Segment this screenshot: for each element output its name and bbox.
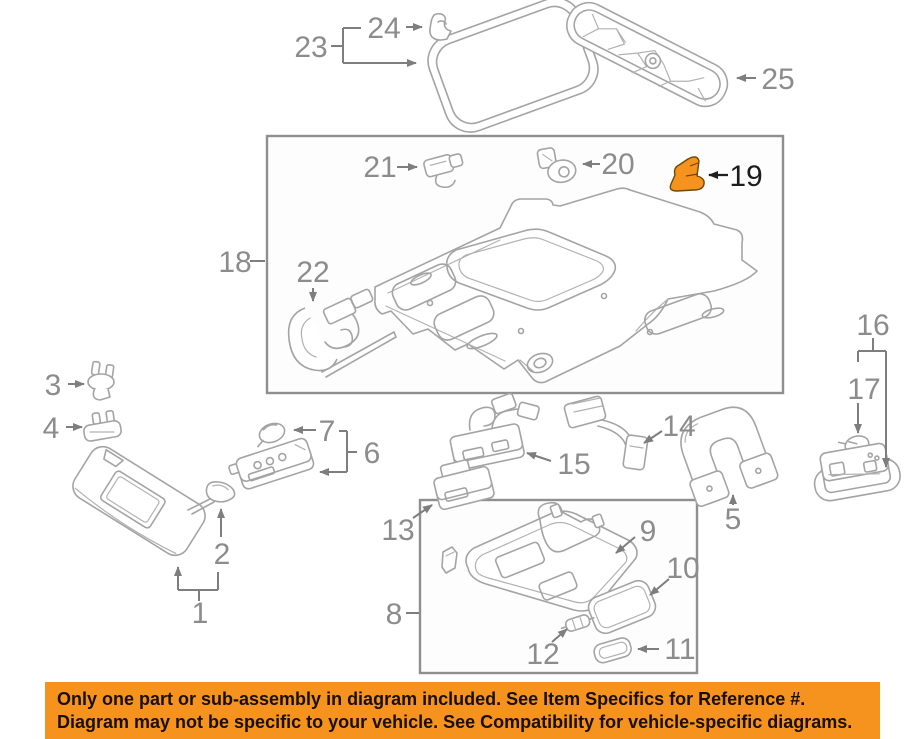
dome-lamp-bulb-7-drawing [257, 422, 286, 448]
callout-9: 9 [615, 515, 657, 554]
callout-6-7: 7 6 [293, 415, 381, 476]
callout-16: 16 [856, 309, 890, 468]
part-label-9: 9 [640, 515, 657, 548]
seal-clip-drawing [429, 13, 452, 41]
callout-25: 25 [736, 63, 795, 96]
harness-14-drawing [563, 395, 649, 471]
callout-13: 13 [381, 504, 433, 547]
part-label-25: 25 [761, 63, 794, 96]
lens-11-drawing [593, 637, 632, 664]
disclaimer-line-2: Diagram may not be specific to your vehi… [57, 712, 853, 732]
part-label-21: 21 [363, 151, 396, 184]
part-label-3: 3 [45, 369, 62, 402]
callout-12: 12 [526, 628, 568, 671]
visor-clip-2-drawing [205, 481, 236, 503]
callout-17: 17 [847, 373, 881, 434]
roof-insulator-drawing [566, 1, 729, 108]
callout-22: 22 [296, 256, 330, 302]
callout-11: 11 [637, 633, 696, 666]
callout-2: 2 [214, 508, 231, 571]
part-label-23: 23 [294, 31, 327, 64]
disclaimer-banner: Only one part or sub-assembly in diagram… [45, 682, 880, 739]
part-label-12: 12 [526, 638, 559, 671]
callout-5: 5 [725, 494, 742, 536]
part-label-11: 11 [664, 633, 695, 666]
callout-3: 3 [45, 369, 85, 402]
callout-1: 1 [174, 566, 219, 630]
clip-20-drawing [536, 147, 577, 184]
sun-visor-drawing [72, 445, 215, 557]
sunroof-seal-drawing [427, 0, 599, 133]
grab-handle-5-drawing [680, 406, 779, 507]
visor-clip-4-drawing [83, 409, 122, 442]
headliner-drawing [374, 187, 758, 384]
part-label-24: 24 [367, 12, 400, 45]
callout-8: 8 [386, 598, 419, 631]
callout-18: 18 [218, 246, 265, 279]
callout-20: 20 [582, 148, 635, 181]
part-label-2: 2 [214, 538, 231, 571]
callout-23-24: 23 24 [294, 12, 423, 67]
part-label-16: 16 [856, 309, 889, 342]
callout-14: 14 [643, 410, 696, 444]
clip-21-drawing [423, 153, 464, 189]
callout-15: 15 [526, 448, 591, 481]
part-label-15: 15 [557, 448, 590, 481]
switch-13-drawing [433, 459, 495, 511]
part-label-17: 17 [847, 373, 880, 406]
part-label-4: 4 [43, 412, 60, 445]
part-label-22: 22 [296, 256, 329, 289]
overhead-console-9-drawing [441, 501, 638, 612]
callout-4: 4 [43, 412, 83, 445]
part-label-18: 18 [218, 246, 251, 279]
visor-clip-3-drawing [87, 360, 115, 401]
rear-lamp-16-drawing [813, 442, 901, 502]
part-label-14: 14 [662, 410, 695, 443]
dome-lamp-6-drawing [228, 437, 315, 490]
part-label-20: 20 [601, 148, 634, 181]
part-label-8: 8 [386, 598, 403, 631]
module-15-drawing [449, 392, 540, 471]
part-label-13: 13 [381, 514, 414, 547]
part-label-1: 1 [192, 597, 209, 630]
highlighted-clip-19-drawing [669, 156, 705, 192]
callout-10: 10 [649, 552, 700, 596]
part-label-10: 10 [666, 552, 699, 585]
part-label-6: 6 [364, 437, 381, 470]
callout-21: 21 [363, 151, 418, 184]
part-label-5: 5 [725, 503, 742, 536]
disclaimer-line-1: Only one part or sub-assembly in diagram… [57, 689, 806, 709]
part-label-7: 7 [319, 415, 336, 448]
part-label-19: 19 [729, 160, 762, 193]
bulb-12-drawing [560, 614, 595, 632]
hook-22-drawing [287, 288, 397, 378]
callout-19: 19 [708, 160, 763, 193]
